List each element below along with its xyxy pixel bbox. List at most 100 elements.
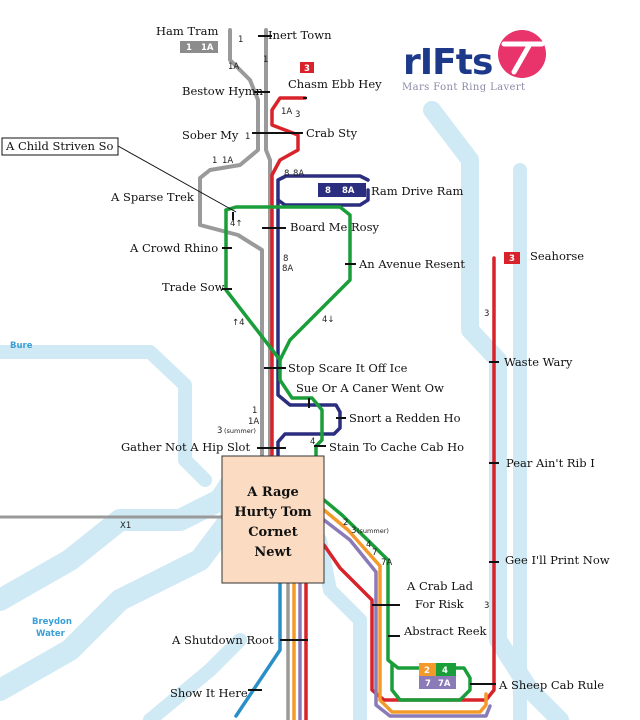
logo-tagline: Mars Font Ring Lavert [402, 82, 525, 93]
route-grey-b [264, 28, 272, 457]
brand-logo[interactable]: rIFts Mars Font Ring Lavert [402, 30, 546, 93]
water-labels: Bure Breydon Water [10, 341, 72, 639]
station-an-avenue-resent[interactable]: An Avenue Resent [358, 257, 465, 271]
svg-text:X1: X1 [120, 521, 131, 531]
svg-text:1A: 1A [281, 107, 292, 117]
callout-label: A Child Striven So [5, 139, 113, 153]
svg-text:1: 1 [238, 35, 243, 45]
route-orange [322, 508, 488, 714]
station-stop-scare[interactable]: Stop Scare It Off Ice [288, 361, 408, 375]
svg-text:8: 8 [283, 254, 288, 264]
station-ram-drive-ram[interactable]: Ram Drive Ram [371, 184, 463, 198]
svg-text:7A: 7A [381, 558, 392, 568]
callout-box: A Child Striven So [1, 137, 237, 213]
route-number-labels: 1 1 1A 1A 3 1 1 1A 8 8A 4↑ 8 8A ↑4 4↓ 1 … [120, 35, 489, 611]
svg-text:8A: 8A [282, 264, 293, 274]
svg-text:3: 3 [484, 309, 489, 319]
river-bure [0, 345, 212, 487]
badge-red-top: 3 [300, 62, 314, 74]
svg-text:1A: 1A [222, 156, 233, 166]
hub-interchange[interactable]: A Rage Hurty Tom Cornet Newt [221, 455, 325, 584]
badge-red-right: 3 [504, 252, 520, 264]
svg-text:1: 1 [245, 132, 250, 142]
svg-text:3: 3 [484, 601, 489, 611]
station-stain-to-cache[interactable]: Stain To Cache Cab Ho [329, 440, 464, 454]
svg-text:1: 1 [263, 55, 268, 65]
hub-line-3: Cornet [248, 525, 298, 540]
svg-text:1: 1 [252, 406, 257, 416]
station-show-it-here[interactable]: Show It Here [170, 686, 248, 700]
station-chasm-ebb-hey[interactable]: Chasm Ebb Hey [288, 77, 382, 91]
svg-text:1A: 1A [228, 62, 239, 72]
station-a-sheep-cab-rule[interactable]: A Sheep Cab Rule [498, 678, 604, 692]
route-blue-south [234, 581, 282, 718]
station-a-crowd-rhino[interactable]: A Crowd Rhino [129, 241, 218, 255]
badge-navy: 8 8A [318, 183, 366, 197]
svg-text:4: 4 [442, 666, 448, 676]
route-lines [0, 28, 496, 720]
svg-text:3: 3 [217, 426, 222, 436]
route-green-loop [224, 205, 352, 362]
station-a-crab-lad-line-2[interactable]: For Risk [415, 597, 465, 611]
svg-text:2: 2 [424, 666, 430, 676]
svg-text:8A: 8A [342, 186, 355, 196]
station-waste-wary[interactable]: Waste Wary [504, 355, 573, 369]
route-purple [322, 518, 492, 718]
broad-label-1: Breydon [32, 617, 72, 627]
route-grey [198, 28, 264, 457]
station-trade-sow[interactable]: Trade Sow [162, 280, 225, 294]
svg-text:3: 3 [304, 64, 310, 74]
badge-grey: 1 1A [180, 41, 218, 53]
hub-line-4: Newt [254, 545, 291, 560]
river-label: Bure [10, 341, 33, 351]
broad-label-2: Water [36, 629, 66, 639]
route-green-east [322, 498, 472, 702]
svg-text:3: 3 [295, 110, 300, 120]
station-gather-not-a-hip-slot[interactable]: Gather Not A Hip Slot [121, 440, 250, 454]
route-badges: 1 1A 3 8 8A 3 2 4 7 7A [180, 41, 520, 689]
station-ham-tram[interactable]: Ham Tram [156, 24, 218, 38]
river-south-west [143, 633, 247, 720]
svg-text:8: 8 [325, 186, 331, 196]
station-sue-or-a-caner[interactable]: Sue Or A Caner Went Ow [296, 381, 444, 395]
station-sober-my[interactable]: Sober My [182, 128, 239, 142]
hub-line-1: A Rage [246, 485, 299, 500]
station-board-me-rosy[interactable]: Board Me Rosy [290, 220, 379, 234]
hub-line-2: Hurty Tom [234, 505, 312, 520]
station-inert-town[interactable]: Inert Town [268, 28, 332, 42]
svg-text:3: 3 [509, 254, 515, 264]
svg-text:4↓: 4↓ [322, 315, 335, 325]
station-bestow-hymn[interactable]: Bestow Hymn [182, 84, 264, 98]
route-red-east [322, 256, 496, 702]
station-crab-sty[interactable]: Crab Sty [306, 126, 358, 140]
svg-text:1A: 1A [248, 417, 259, 427]
station-ticks [222, 35, 499, 691]
station-gee-ill-print-now[interactable]: Gee I'll Print Now [505, 553, 610, 567]
route-red [270, 96, 307, 457]
svg-text:8: 8 [284, 169, 289, 179]
svg-text:1: 1 [212, 156, 217, 166]
river-east [423, 101, 569, 720]
svg-text:2: 2 [343, 518, 348, 528]
logo-text: rIFts [403, 42, 492, 83]
svg-text:4: 4 [366, 540, 371, 550]
svg-text:7: 7 [372, 548, 377, 558]
svg-text:(summer): (summer) [357, 527, 389, 535]
svg-text:3: 3 [351, 526, 356, 536]
station-snort-a-redden-ho[interactable]: Snort a Redden Ho [349, 411, 461, 425]
station-a-crab-lad-line-1[interactable]: A Crab Lad [406, 579, 474, 593]
station-abstract-reek[interactable]: Abstract Reek [403, 624, 488, 638]
station-a-shutdown-root[interactable]: A Shutdown Root [171, 633, 274, 647]
badge-orange-green-purple: 2 4 7 7A [419, 663, 456, 689]
station-labels: Ham Tram Inert Town Chasm Ebb Hey Bestow… [110, 24, 610, 700]
svg-text:8A: 8A [293, 169, 304, 179]
svg-text:7A: 7A [438, 679, 451, 689]
svg-text:1: 1 [186, 43, 192, 53]
station-a-sparse-trek[interactable]: A Sparse Trek [110, 190, 195, 204]
svg-text:↑4: ↑4 [232, 318, 245, 328]
station-seahorse[interactable]: Seahorse [530, 249, 584, 263]
svg-text:1A: 1A [201, 43, 214, 53]
svg-text:4↑: 4↑ [230, 219, 243, 229]
station-pear-aint-rib[interactable]: Pear Ain't Rib I [506, 456, 595, 470]
